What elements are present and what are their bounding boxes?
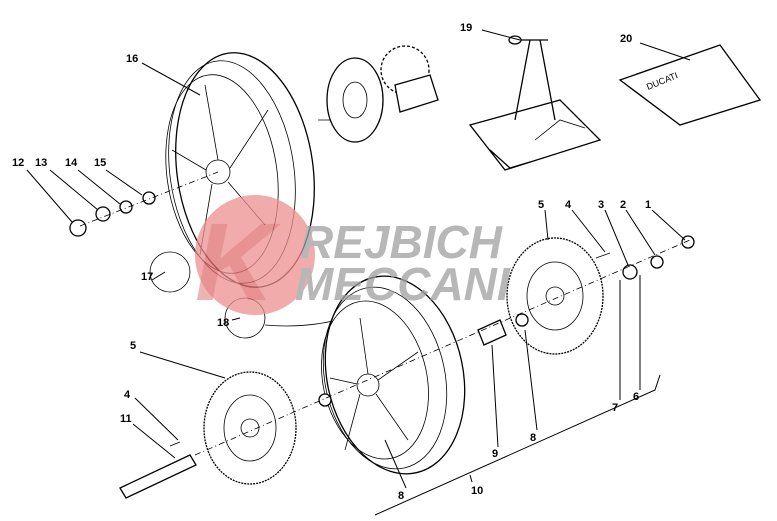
callout-13: 13 [35, 157, 47, 169]
callout-16: 16 [126, 53, 138, 65]
watermark: K REJBICH MECCANI [195, 195, 511, 324]
callout-15: 15 [94, 157, 106, 169]
spacer [477, 319, 507, 346]
callout-1: 1 [645, 199, 651, 211]
callout-14: 14 [65, 157, 78, 169]
paddock-stand [468, 35, 602, 171]
watermark-line1: REJBICH [300, 216, 503, 268]
callout-8: 8 [530, 432, 536, 444]
front-disc-right [506, 237, 604, 355]
rear-hub-sprocket [318, 45, 439, 143]
watermark-line2: MECCANI [295, 258, 511, 310]
callout-18: 18 [217, 317, 229, 329]
tool-bag: DUCATI [618, 44, 762, 126]
callout-8-lower: 8 [398, 490, 404, 502]
callout-20: 20 [620, 33, 632, 45]
callout-9: 9 [492, 448, 498, 460]
front-disc-left [203, 371, 297, 485]
callout-19: 19 [460, 22, 472, 34]
callout-3: 3 [598, 199, 604, 211]
callout-17: 17 [141, 271, 153, 283]
callout-5: 5 [538, 199, 544, 211]
callouts: 1 2 3 4 5 6 7 8 9 10 11 12 13 14 15 16 1… [12, 22, 651, 502]
callout-11: 11 [120, 413, 132, 425]
callout-5-front-left: 5 [130, 340, 136, 352]
callout-4-front-left: 4 [124, 389, 131, 401]
front-axle [119, 454, 197, 499]
callout-4: 4 [565, 199, 572, 211]
callout-6: 6 [633, 391, 639, 403]
rear-axle-parts [69, 171, 219, 237]
callout-2: 2 [620, 199, 626, 211]
callout-12: 12 [12, 157, 24, 169]
watermark-logo: K [195, 201, 282, 324]
callout-10: 10 [471, 485, 483, 497]
front-wheel [321, 275, 466, 475]
leader-lines [26, 29, 691, 489]
valve-detail-17 [149, 251, 191, 293]
callout-7: 7 [612, 402, 618, 414]
